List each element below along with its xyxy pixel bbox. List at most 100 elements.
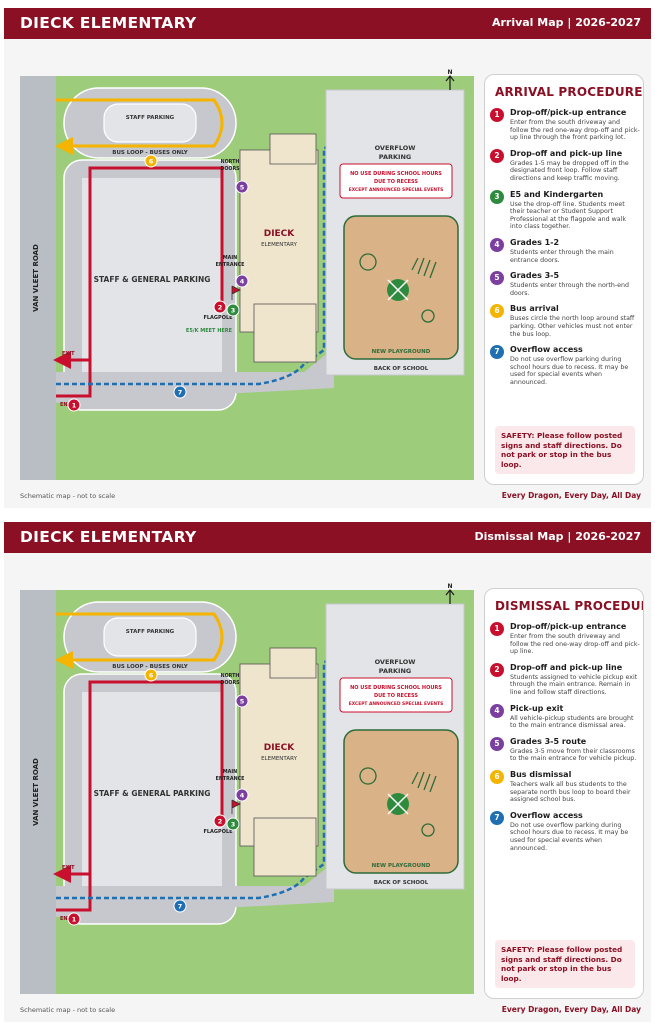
marker-3-label: 3: [231, 820, 236, 828]
procedure-text: Use the drop-off line. Students meet the…: [510, 200, 627, 231]
no-use-line-3: EXCEPT ANNOUNCED SPECIAL EVENTS: [349, 701, 444, 707]
school-name: DIECK ELEMENTARY: [20, 528, 197, 546]
play-feature: [421, 823, 435, 837]
procedure-text: Students enter through the north-end doo…: [510, 282, 629, 297]
procedure-heading: Drop-off and pick-up line: [510, 148, 623, 158]
building-sub: ELEMENTARY: [261, 756, 298, 762]
school-building-south: [253, 303, 317, 363]
no-use-line-1: NO USE DURING SCHOOL HOURS: [350, 171, 442, 177]
overflow-label: OVERFLOW: [375, 144, 416, 152]
procedure-number-badge: 6: [490, 769, 504, 784]
climbing-bars: [411, 257, 437, 279]
marker-2-circle: [213, 300, 227, 314]
procedure-heading: Grades 1-2: [510, 237, 560, 247]
procedure-heading: Overflow access: [510, 345, 583, 355]
bus-loop-label: BUS LOOP - BUSES ONLY: [112, 150, 189, 156]
north-doors-label: NORTH: [221, 673, 240, 679]
marker-1-circle: [67, 912, 81, 926]
no-use-line-2: DUE TO RECESS: [374, 693, 418, 699]
procedure-heading: Drop-off and pick-up line: [510, 662, 623, 672]
site-map: VAN VLEET ROAD STAFF PARKING BUS LOOP - …: [20, 583, 474, 994]
overflow-label-2: PARKING: [379, 667, 411, 675]
procedure-text: Do not use overflow parking during schoo…: [510, 821, 629, 852]
procedure-text: Students enter through the main entrance…: [510, 248, 614, 264]
marker-5-circle: [235, 180, 249, 194]
climbing-bars: [411, 771, 437, 793]
tagline: Every Dragon, Every Day, All Day: [501, 491, 641, 500]
marker-6-label: 6: [149, 671, 154, 679]
marker-7-circle: [173, 899, 187, 913]
marker-6-circle: [144, 154, 158, 168]
no-use-sign: [339, 677, 453, 713]
marker-4-circle: [235, 788, 249, 802]
playground-label: NEW PLAYGROUND: [372, 349, 431, 355]
tagline: Every Dragon, Every Day, All Day: [501, 1005, 641, 1014]
procedure-number-badge: 2: [490, 148, 504, 163]
map-panel: DIECK ELEMENTARY Arrival Map | 2026-2027…: [4, 8, 651, 508]
marker-1-circle: [67, 398, 81, 412]
marker-5-label: 5: [240, 697, 245, 705]
general-parking-label: STAFF & GENERAL PARKING: [94, 789, 211, 798]
back-of-school-label: BACK OF SCHOOL: [374, 366, 429, 372]
staff-parking-label: STAFF PARKING: [126, 115, 175, 121]
procedure-number-badge: 4: [490, 703, 504, 718]
procedure-number-badge: 7: [490, 345, 504, 360]
staff-parking-lot: [103, 103, 197, 143]
van-vleet-road: [20, 590, 56, 994]
north-arrow-icon: [445, 588, 455, 604]
staff-parking-lot: [103, 617, 197, 657]
parking-inner: [82, 692, 222, 902]
flagpole-label: FLAGPOLE: [203, 829, 233, 835]
procedure-text: All vehicle-pickup students are brought …: [510, 714, 634, 730]
flagpole-icon: [231, 285, 241, 300]
flagpole-label: FLAGPOLE: [203, 315, 233, 321]
marker-1-label: 1: [72, 915, 77, 923]
exit-label: EXIT: [62, 865, 75, 871]
road-label: VAN VLEET ROAD: [32, 244, 40, 312]
procedure-number-badge: 5: [490, 271, 504, 286]
e5k-meet-label: E5/K MEET HERE: [186, 328, 233, 334]
procedure-text: Grades 3-5 move from their classrooms to…: [510, 747, 637, 763]
map-title: Arrival Map | 2026-2027: [491, 16, 641, 29]
procedure-number-badge: 7: [490, 810, 504, 825]
procedure-text: Enter from the south driveway and follow…: [510, 633, 640, 656]
building-name: DIECK: [264, 229, 296, 239]
overflow-label-2: PARKING: [379, 153, 411, 161]
marker-4-label: 4: [240, 791, 245, 799]
marker-7-label: 7: [178, 388, 183, 396]
marker-2-label: 2: [218, 303, 223, 311]
marker-2-circle: [213, 814, 227, 828]
building-sub: ELEMENTARY: [261, 242, 298, 248]
main-entrance-label: MAIN: [223, 255, 237, 261]
procedure-number-badge: 4: [490, 237, 504, 252]
play-feature: [421, 309, 435, 323]
marker-5-label: 5: [240, 183, 245, 191]
bus-route: [55, 612, 224, 669]
no-use-line-1: NO USE DURING SCHOOL HOURS: [350, 685, 442, 691]
marker-4-label: 4: [240, 277, 245, 285]
marker-3-circle: [226, 303, 240, 317]
procedure-text: Enter from the south driveway and follow…: [510, 119, 640, 142]
play-feature: [359, 767, 377, 785]
school-building-south: [253, 817, 317, 877]
marker-7-circle: [173, 385, 187, 399]
footer-note: Schematic map - not to scale: [20, 1006, 116, 1014]
procedure-heading: Drop-off/pick-up entrance: [510, 108, 627, 117]
parking-inner: [82, 178, 222, 388]
south-driveway: [56, 348, 334, 403]
